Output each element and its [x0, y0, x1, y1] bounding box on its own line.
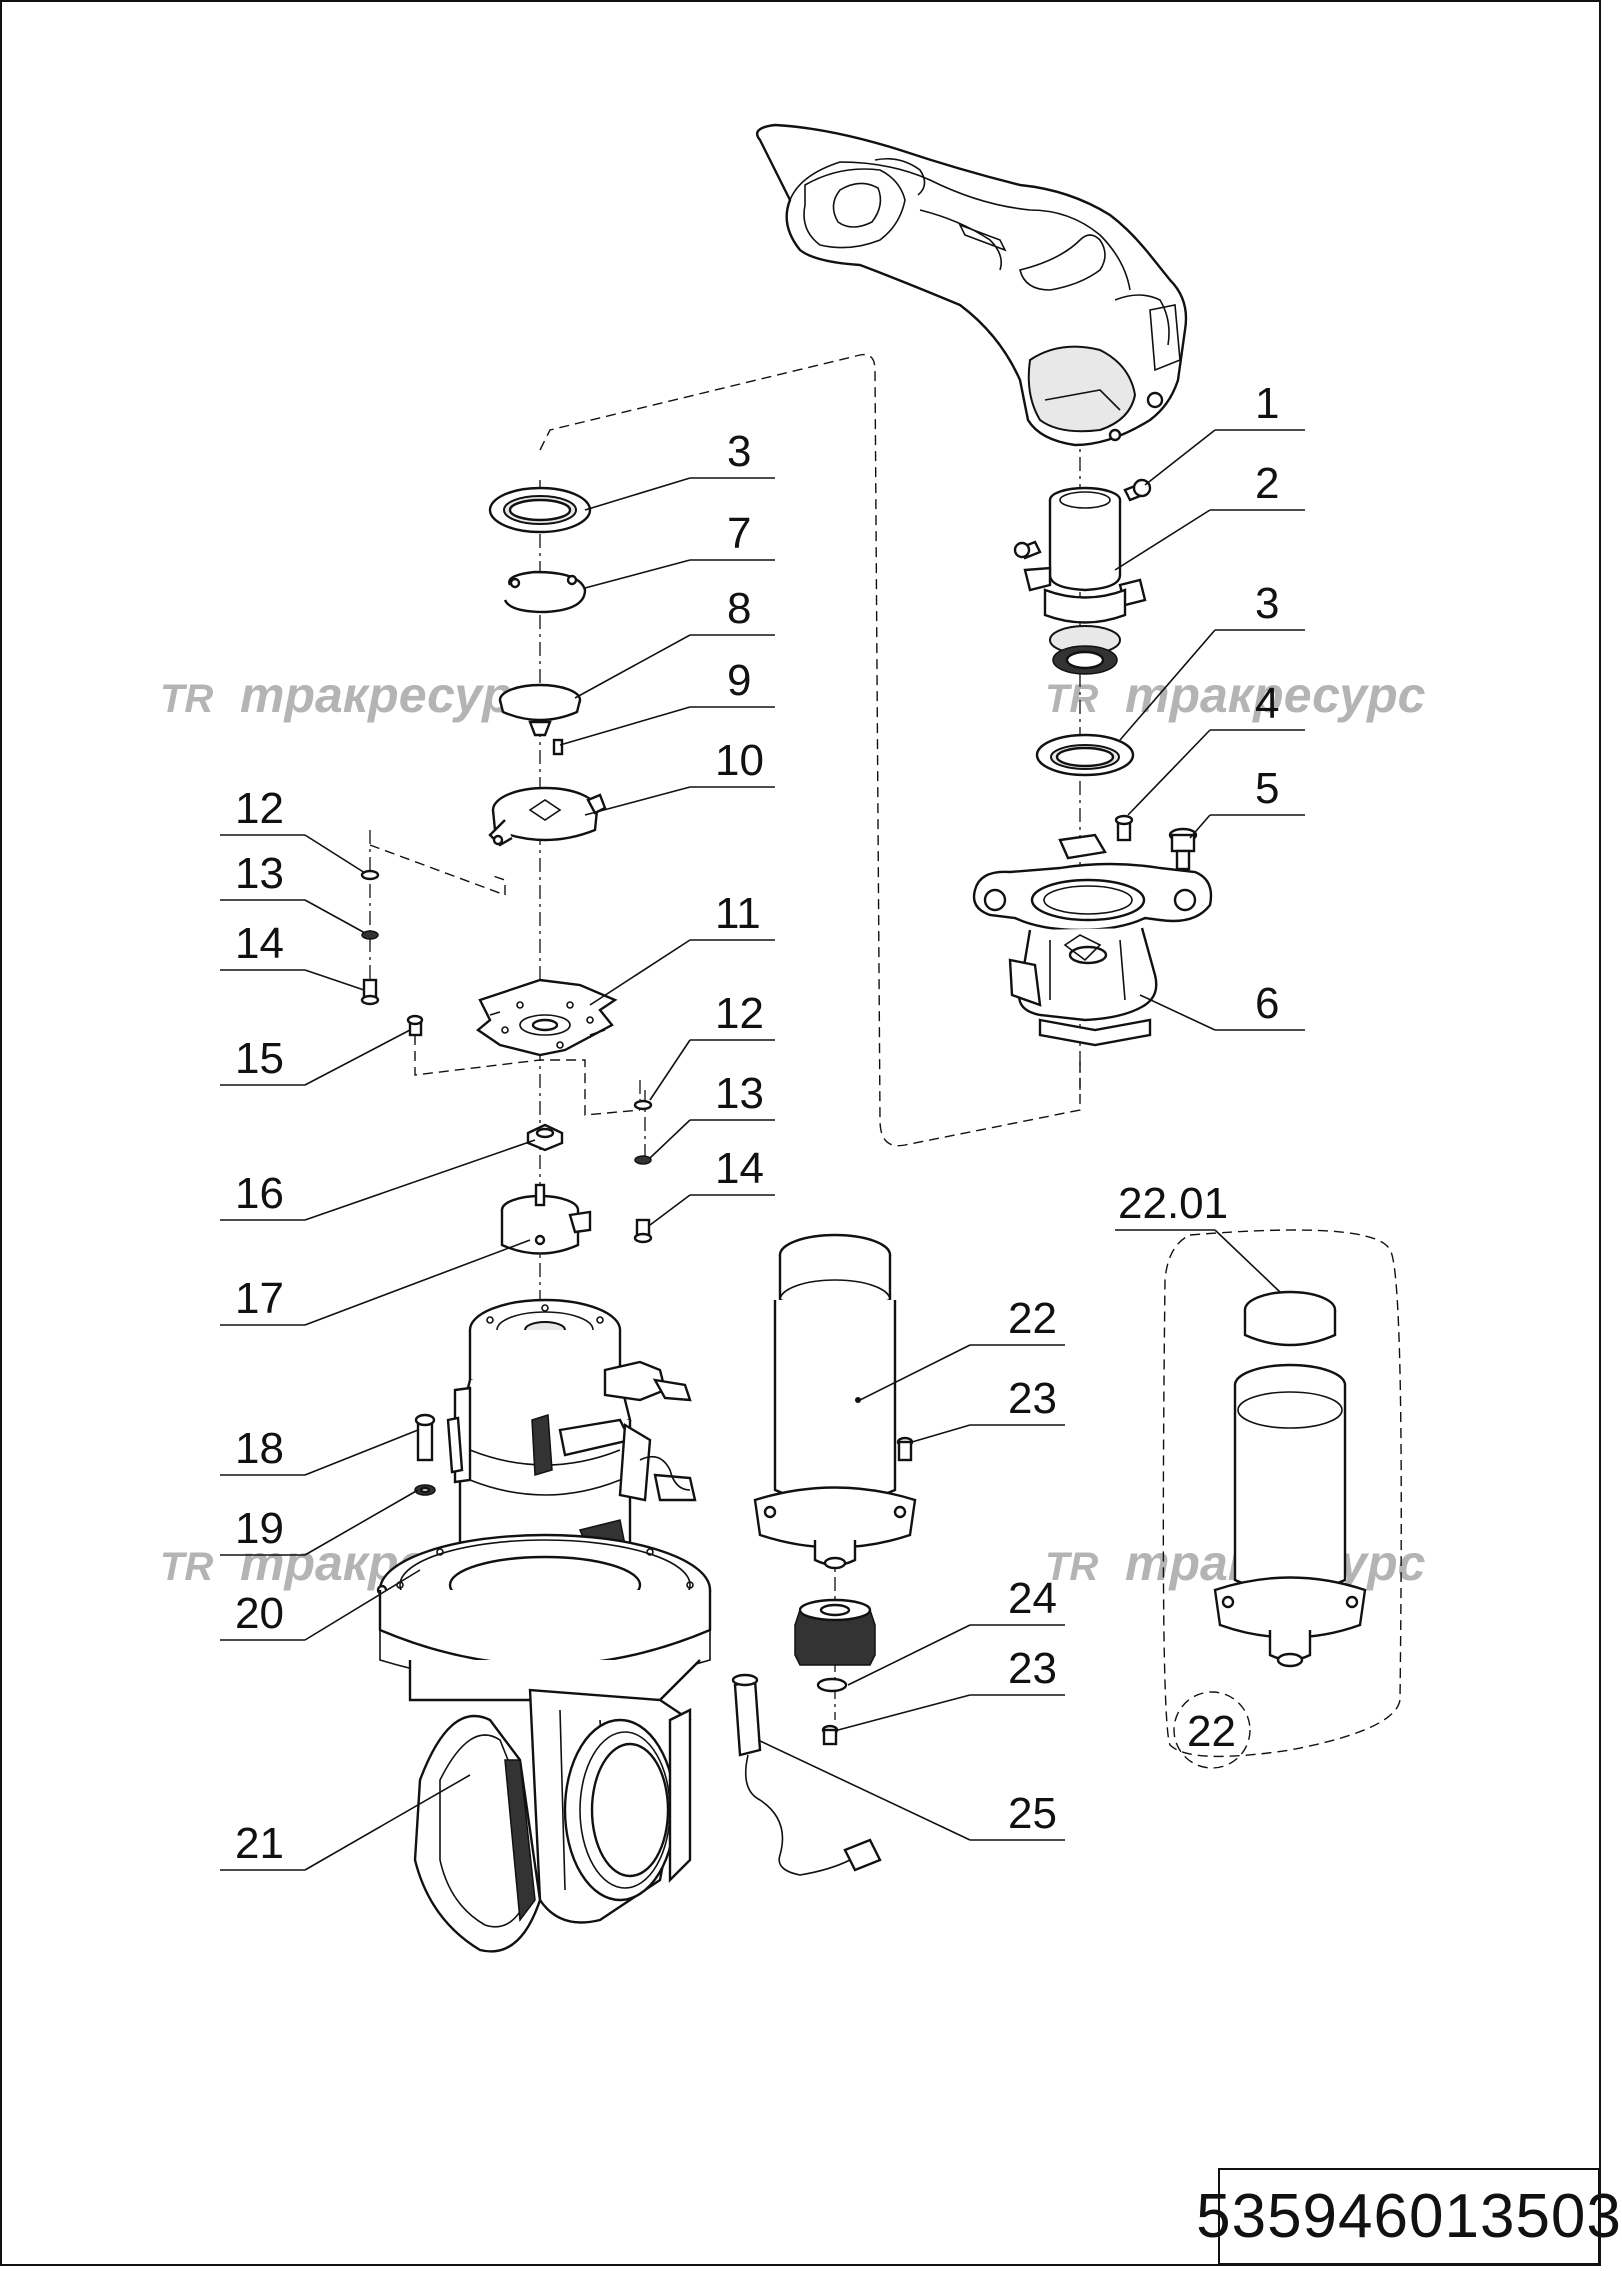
callout-15: 15	[235, 1034, 284, 1083]
callout-14-left: 14	[235, 919, 284, 968]
callout-22-01: 22.01	[1118, 1179, 1228, 1228]
watermark-1: TR тракресурс	[160, 667, 541, 723]
part-1-screw	[1013, 478, 1152, 560]
part-22-motor	[753, 1233, 917, 1570]
part-23-bolt-lower	[821, 1724, 839, 1746]
callout-21: 21	[235, 1819, 284, 1868]
part-8-cap	[498, 683, 582, 737]
tiller-handle	[755, 123, 1188, 447]
part-24-pinion	[794, 1598, 876, 1693]
part-25-speed-sensor	[731, 1673, 882, 1876]
drawing-number-box: 535946013503	[1196, 2168, 1621, 2265]
watermark-logo: TR	[160, 677, 213, 721]
part-3-bearing-left	[488, 486, 592, 534]
part-23-bolt-upper	[896, 1436, 914, 1462]
part-12-washer-right	[633, 1099, 653, 1111]
callout-2: 2	[1255, 459, 1279, 508]
watermark-logo: TR	[160, 1545, 213, 1589]
callout-24: 24	[1008, 1574, 1057, 1623]
part-6-base-housing	[972, 833, 1213, 1047]
callout-7: 7	[727, 509, 751, 558]
callout-3-left: 3	[727, 427, 751, 476]
part-16-nut	[526, 1123, 564, 1152]
callout-4: 4	[1255, 679, 1279, 728]
callout-13-left: 13	[235, 849, 284, 898]
part-7-circlip	[503, 570, 587, 614]
kit-22-frame	[1162, 1229, 1402, 1758]
part-11-plate	[476, 978, 618, 1057]
callout-8: 8	[727, 584, 751, 633]
callout-25: 25	[1008, 1789, 1057, 1838]
callout-5: 5	[1255, 764, 1279, 813]
watermark-logo: TR	[1045, 677, 1098, 721]
part-14-bolt-right	[633, 1218, 653, 1244]
callout-16: 16	[235, 1169, 284, 1218]
part-9-screw	[552, 738, 564, 756]
callout-23-upper: 23	[1008, 1374, 1057, 1423]
part-14-bolt-left	[360, 978, 380, 1006]
callout-1: 1	[1255, 379, 1279, 428]
kit-22-circle	[1173, 1691, 1251, 1769]
callout-labels: 1 2 3 4 5 6 3 7 8 9 10 11 12 13 14 12 13…	[235, 379, 1279, 1868]
callout-17: 17	[235, 1274, 284, 1323]
callout-12-right: 12	[715, 989, 764, 1038]
callout-22: 22	[1008, 1294, 1057, 1343]
callout-22-kit: 22	[1187, 1707, 1236, 1756]
callout-3-right: 3	[1255, 579, 1279, 628]
watermark-2: TR тракресурс	[1045, 667, 1426, 723]
part-13-washer-left	[361, 930, 379, 940]
callout-12-left: 12	[235, 784, 284, 833]
watermark-text: тракресурс	[240, 667, 541, 723]
callout-14-right: 14	[715, 1144, 764, 1193]
part-22-kit-motor	[1213, 1363, 1367, 1668]
part-12-washer-left	[360, 869, 380, 881]
part-4-bolt	[1114, 814, 1134, 842]
drawing-number: 535946013503	[1196, 2182, 1622, 2251]
callout-11: 11	[715, 889, 761, 938]
drive-unit	[376, 1298, 712, 1953]
callout-13-right: 13	[715, 1069, 764, 1118]
part-3-bearing-right	[1035, 733, 1135, 777]
callout-23-lower: 23	[1008, 1644, 1057, 1693]
part-17-sensor	[500, 1183, 592, 1255]
callout-18: 18	[235, 1424, 284, 1473]
part-15-bolt	[406, 1014, 424, 1037]
callout-19: 19	[235, 1504, 284, 1553]
part-2-sleeve	[1023, 486, 1147, 675]
part-10-cover	[488, 786, 607, 847]
callout-10: 10	[715, 736, 764, 785]
callout-6: 6	[1255, 979, 1279, 1028]
dashed-connectors	[369, 353, 1081, 1147]
callout-20: 20	[235, 1589, 284, 1638]
part-5-bolt	[1168, 827, 1198, 871]
watermark-logo: TR	[1045, 1545, 1098, 1589]
part-22-01-cap	[1243, 1290, 1337, 1347]
part-13-washer-right	[634, 1155, 652, 1165]
callout-9: 9	[727, 656, 751, 705]
